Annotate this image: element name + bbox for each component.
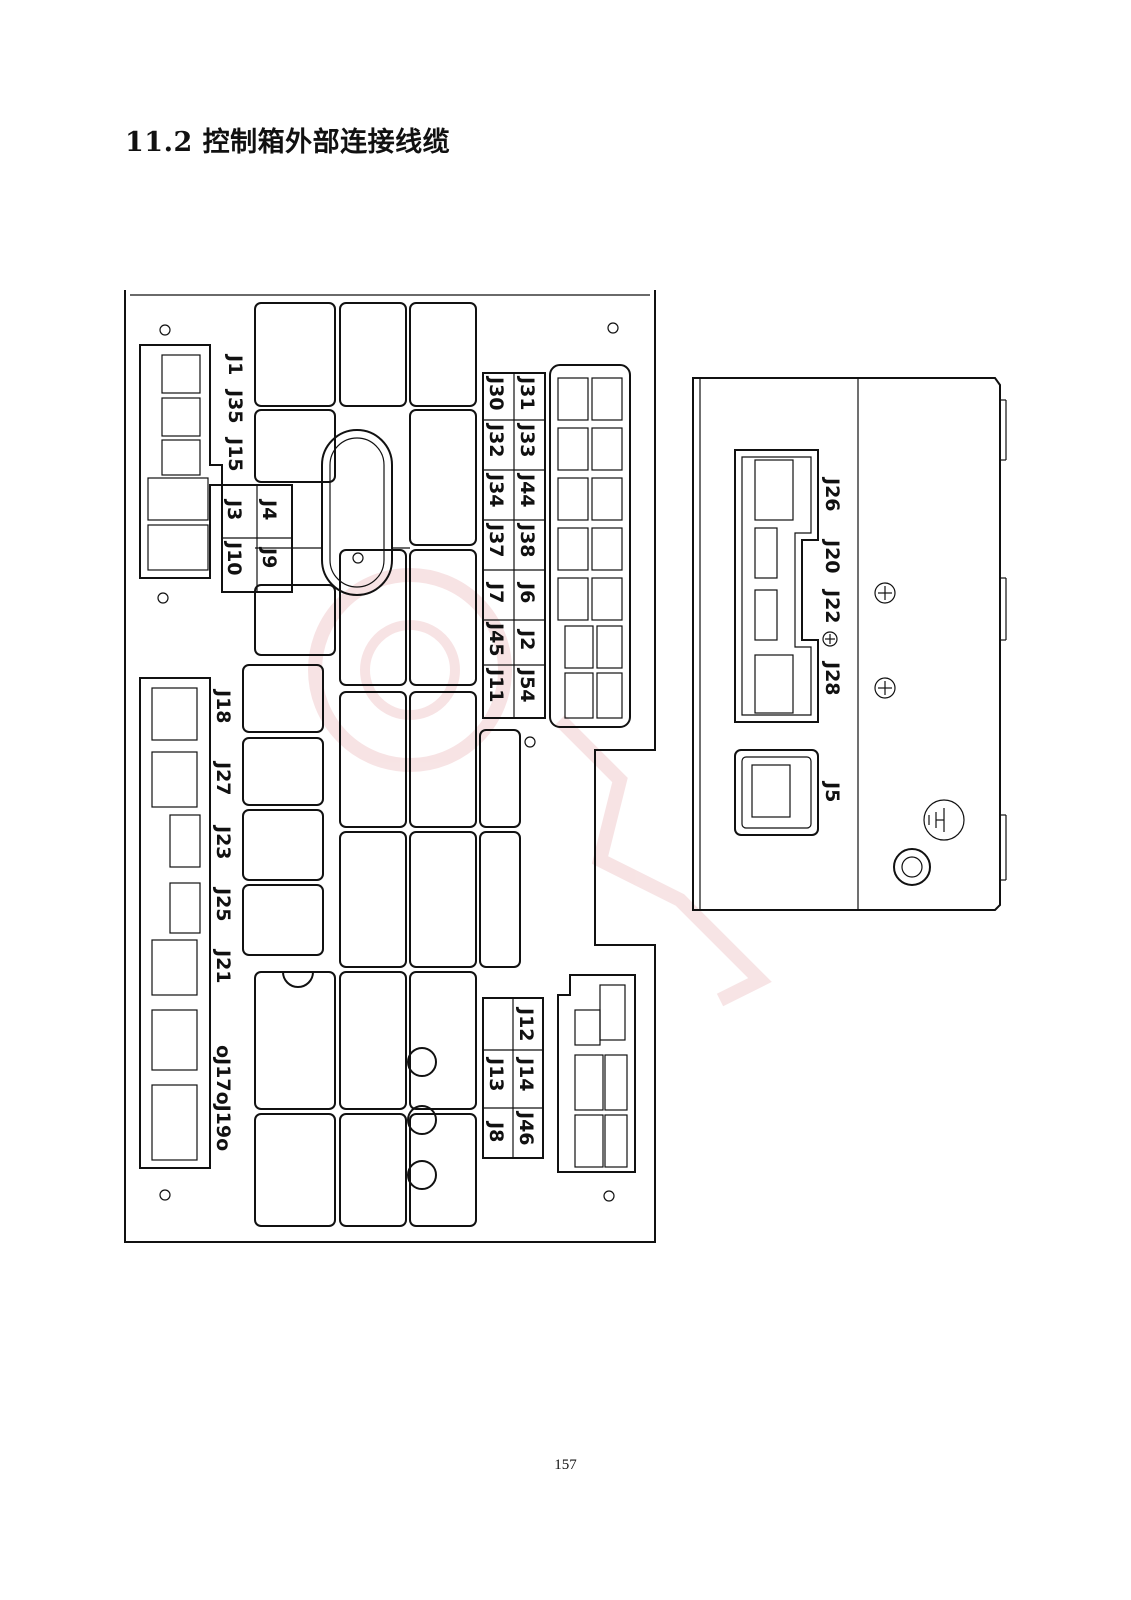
label-j11: J11 xyxy=(485,667,507,703)
ground-icon xyxy=(923,799,965,841)
label-j45: J45 xyxy=(485,621,507,657)
label-j46: J46 xyxy=(515,1110,537,1146)
right-label-grid xyxy=(482,372,546,719)
page-title: 11.2 控制箱外部连接线缆 xyxy=(125,127,451,158)
label-j23: J23 xyxy=(212,824,234,860)
label-j15: J15 xyxy=(224,436,246,472)
label-j25: J25 xyxy=(212,886,234,922)
bottom-label-grid xyxy=(482,997,544,1159)
label-j27: J27 xyxy=(212,760,234,796)
label-j22: J22 xyxy=(821,588,843,624)
label-j5: J5 xyxy=(821,780,843,802)
label-j37: J37 xyxy=(485,522,507,558)
label-j17-j19: oJ17oJ19o xyxy=(212,1045,234,1151)
label-j30: J30 xyxy=(485,375,507,411)
label-j12: J12 xyxy=(515,1006,537,1042)
label-j14: J14 xyxy=(515,1056,537,1092)
label-j34: J34 xyxy=(485,472,507,508)
label-j32: J32 xyxy=(485,422,507,458)
main-board: J1 J35 J15 J4 J9 J3 J10 J30 J31 J32 J33 … xyxy=(124,290,656,1243)
label-j13: J13 xyxy=(485,1056,507,1092)
label-j44: J44 xyxy=(516,472,538,508)
label-j7: J7 xyxy=(485,581,507,603)
small-connector-grid xyxy=(221,484,293,593)
label-j33: J33 xyxy=(516,422,538,458)
label-j3: J3 xyxy=(223,498,245,520)
label-j54: J54 xyxy=(516,667,538,703)
label-j6: J6 xyxy=(516,581,538,603)
label-j2: J2 xyxy=(516,628,538,650)
label-j35: J35 xyxy=(224,388,246,424)
relay-block-grid xyxy=(242,302,521,1227)
label-j4: J4 xyxy=(258,498,280,520)
page-number: 157 xyxy=(554,1457,577,1473)
connector-column-bottom-right xyxy=(557,974,636,1173)
label-j31: J31 xyxy=(516,375,538,411)
side-box: J26 J20 J22 J28 J5 xyxy=(692,377,1007,911)
label-j26: J26 xyxy=(821,476,843,512)
connector-strip-left-bottom xyxy=(139,677,211,1169)
label-j38: J38 xyxy=(516,522,538,558)
main-board-labels: J1 J35 J15 J4 J9 J3 J10 J30 J31 J32 J33 … xyxy=(212,353,538,1151)
label-j1: J1 xyxy=(224,353,246,375)
screw-icon xyxy=(874,677,896,699)
label-j28: J28 xyxy=(821,660,843,696)
screw-icon xyxy=(822,631,838,647)
label-j18: J18 xyxy=(212,688,234,724)
label-j10: J10 xyxy=(223,540,245,576)
label-j8: J8 xyxy=(485,1120,507,1142)
label-j20: J20 xyxy=(821,538,843,574)
label-j21: J21 xyxy=(212,948,234,984)
oval-opening xyxy=(255,429,410,596)
connector-column-right xyxy=(549,364,631,728)
side-box-labels: J26 J20 J22 J28 J5 xyxy=(821,476,843,802)
label-j9: J9 xyxy=(258,546,280,568)
screw-icon xyxy=(874,582,896,604)
connector-strip-left-top xyxy=(139,344,223,579)
